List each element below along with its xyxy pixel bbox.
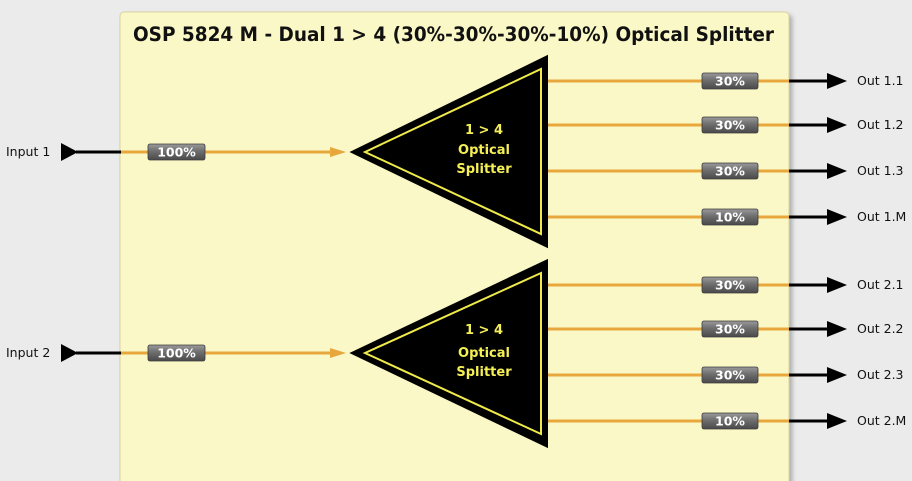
output-ratio-text: 10% (715, 210, 745, 225)
input-label: Input 1 (6, 144, 50, 159)
output-arrow-icon (827, 277, 847, 293)
output-ratio-text: 30% (715, 278, 745, 293)
output-ratio-text: 30% (715, 74, 745, 89)
output-label: Out 1.1 (857, 73, 904, 88)
output-ratio-badge (701, 320, 759, 338)
input-ratio-text: 100% (157, 346, 196, 361)
output-ratio-badge (701, 72, 759, 90)
splitter-block (349, 258, 548, 449)
input-ratio-badge (147, 344, 206, 362)
splitter-text: Splitter (456, 162, 512, 177)
input-ratio-badge (147, 143, 206, 161)
output-arrow-icon (827, 321, 847, 337)
input-label: Input 2 (6, 345, 50, 360)
output-ratio-text: 30% (715, 322, 745, 337)
output-arrow-icon (827, 117, 847, 133)
input-arrow-icon (61, 344, 78, 362)
splitter-text: Optical (458, 143, 510, 158)
input-ratio-text: 100% (157, 145, 196, 160)
output-ratio-badge (701, 366, 759, 384)
output-label: Out 1.M (857, 209, 906, 224)
output-arrow-icon (827, 367, 847, 383)
output-ratio-text: 30% (715, 368, 745, 383)
output-ratio-badge (701, 276, 759, 294)
output-label: Out 1.3 (857, 163, 904, 178)
splitter-outline (362, 67, 542, 236)
output-arrow-icon (827, 73, 847, 89)
panel-title: OSP 5824 M - Dual 1 > 4 (30%-30%-30%-10%… (133, 23, 774, 46)
output-ratio-badge (701, 208, 759, 226)
output-arrow-icon (827, 413, 847, 429)
splitter-text: 1 > 4 (465, 323, 503, 338)
fiber-arrow-icon (330, 147, 346, 157)
output-label: Out 2.M (857, 413, 906, 428)
output-arrow-icon (827, 209, 847, 225)
output-label: Out 2.1 (857, 277, 904, 292)
output-label: Out 2.3 (857, 367, 904, 382)
splitter-text: Optical (458, 346, 510, 361)
splitter-panel (119, 11, 790, 481)
splitter-block (349, 54, 548, 249)
output-label: Out 2.2 (857, 321, 904, 336)
output-arrow-icon (827, 163, 847, 179)
output-ratio-badge (701, 162, 759, 180)
splitter-outline (362, 271, 542, 436)
splitter-text: 1 > 4 (465, 123, 503, 138)
splitter-text: Splitter (456, 365, 512, 380)
output-ratio-text: 30% (715, 118, 745, 133)
output-label: Out 1.2 (857, 117, 904, 132)
output-ratio-badge (701, 412, 759, 430)
fiber-arrow-icon (330, 348, 346, 358)
input-arrow-icon (61, 143, 78, 161)
output-ratio-badge (701, 116, 759, 134)
output-ratio-text: 10% (715, 414, 745, 429)
output-ratio-text: 30% (715, 164, 745, 179)
